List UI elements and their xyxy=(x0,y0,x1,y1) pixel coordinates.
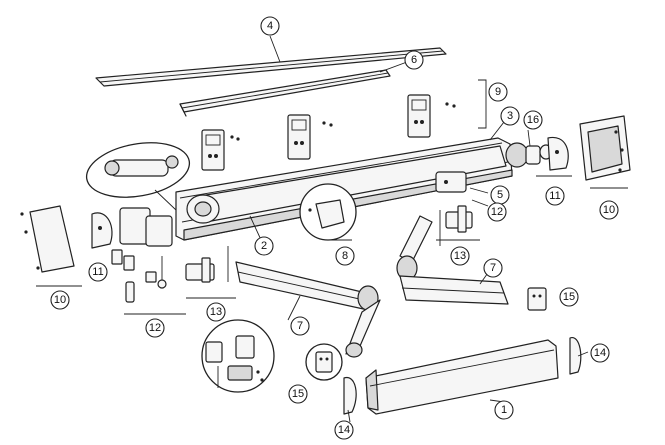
front-bar-end-cap-left xyxy=(343,377,357,415)
wall-bracket-1 xyxy=(201,129,240,171)
roller-tube xyxy=(186,145,507,224)
callout-label: 7 xyxy=(490,262,496,274)
callout-label: 11 xyxy=(92,266,103,278)
pivot-bracket-left xyxy=(185,246,229,283)
top-cover-strip xyxy=(95,47,447,87)
callout-11-right: 11 xyxy=(545,186,565,206)
callout-label: 8 xyxy=(342,250,348,262)
hardware-set-left xyxy=(111,249,167,303)
arm-end-bracket-left xyxy=(305,343,343,381)
callout-label: 12 xyxy=(491,206,503,218)
callout-14-left: 14 xyxy=(334,420,354,440)
callout-label: 10 xyxy=(603,204,615,216)
callout-4: 4 xyxy=(260,16,280,36)
end-cover-right xyxy=(579,115,631,181)
callout-15-left: 15 xyxy=(288,384,308,404)
callout-label: 12 xyxy=(149,322,161,334)
callout-label: 5 xyxy=(497,189,503,201)
callout-10-left: 10 xyxy=(50,290,70,310)
arm-end-bracket-right xyxy=(527,287,547,311)
callout-label: 16 xyxy=(527,114,539,126)
wall-bracket-3 xyxy=(407,94,456,138)
callout-label: 4 xyxy=(267,20,273,32)
callout-7-right: 7 xyxy=(483,258,503,278)
roller-end-plug xyxy=(505,142,553,168)
channel-strip xyxy=(179,69,391,117)
callout-13-left: 13 xyxy=(206,302,226,322)
callout-13-right: 13 xyxy=(450,246,470,266)
callout-15-right: 15 xyxy=(559,287,579,307)
callout-label: 15 xyxy=(563,291,575,303)
roller-detail-oval xyxy=(85,142,191,211)
callout-label: 9 xyxy=(495,86,501,98)
callout-2: 2 xyxy=(254,236,274,256)
wall-bracket-2 xyxy=(287,114,333,160)
pivot-bracket-right xyxy=(439,205,473,246)
callout-label: 2 xyxy=(261,240,267,252)
callout-label: 1 xyxy=(501,404,507,416)
bracket-detail-circle xyxy=(299,183,357,241)
shoulder-bracket-right xyxy=(435,171,467,193)
callout-3: 3 xyxy=(500,106,520,126)
callout-14-right: 14 xyxy=(590,343,610,363)
callout-label: 14 xyxy=(594,347,606,359)
callout-11-left: 11 xyxy=(88,262,108,282)
callout-label: 14 xyxy=(338,424,350,436)
callout-6: 6 xyxy=(404,50,424,70)
end-bracket-right xyxy=(547,136,569,171)
callout-label: 13 xyxy=(210,306,222,318)
callout-16: 16 xyxy=(523,110,543,130)
callout-9: 9 xyxy=(488,82,508,102)
front-bar xyxy=(365,339,559,415)
callout-1: 1 xyxy=(494,400,514,420)
callout-label: 11 xyxy=(549,190,560,202)
callout-label: 15 xyxy=(292,388,304,400)
callout-label: 13 xyxy=(454,250,466,262)
callout-12-right: 12 xyxy=(487,202,507,222)
callout-label: 10 xyxy=(54,294,66,306)
hardware-detail-circle xyxy=(201,319,275,393)
callout-10-right: 10 xyxy=(599,200,619,220)
end-cover-left xyxy=(20,205,75,273)
callout-5: 5 xyxy=(490,185,510,205)
callout-12-left: 12 xyxy=(145,318,165,338)
callout-label: 7 xyxy=(297,320,303,332)
folding-arm-left xyxy=(235,261,381,358)
end-bracket-left xyxy=(91,207,173,249)
callout-label: 6 xyxy=(411,54,417,66)
callout-7-left: 7 xyxy=(290,316,310,336)
callout-8: 8 xyxy=(335,246,355,266)
front-bar-end-cap-right xyxy=(569,337,582,375)
callout-label: 3 xyxy=(507,110,513,122)
